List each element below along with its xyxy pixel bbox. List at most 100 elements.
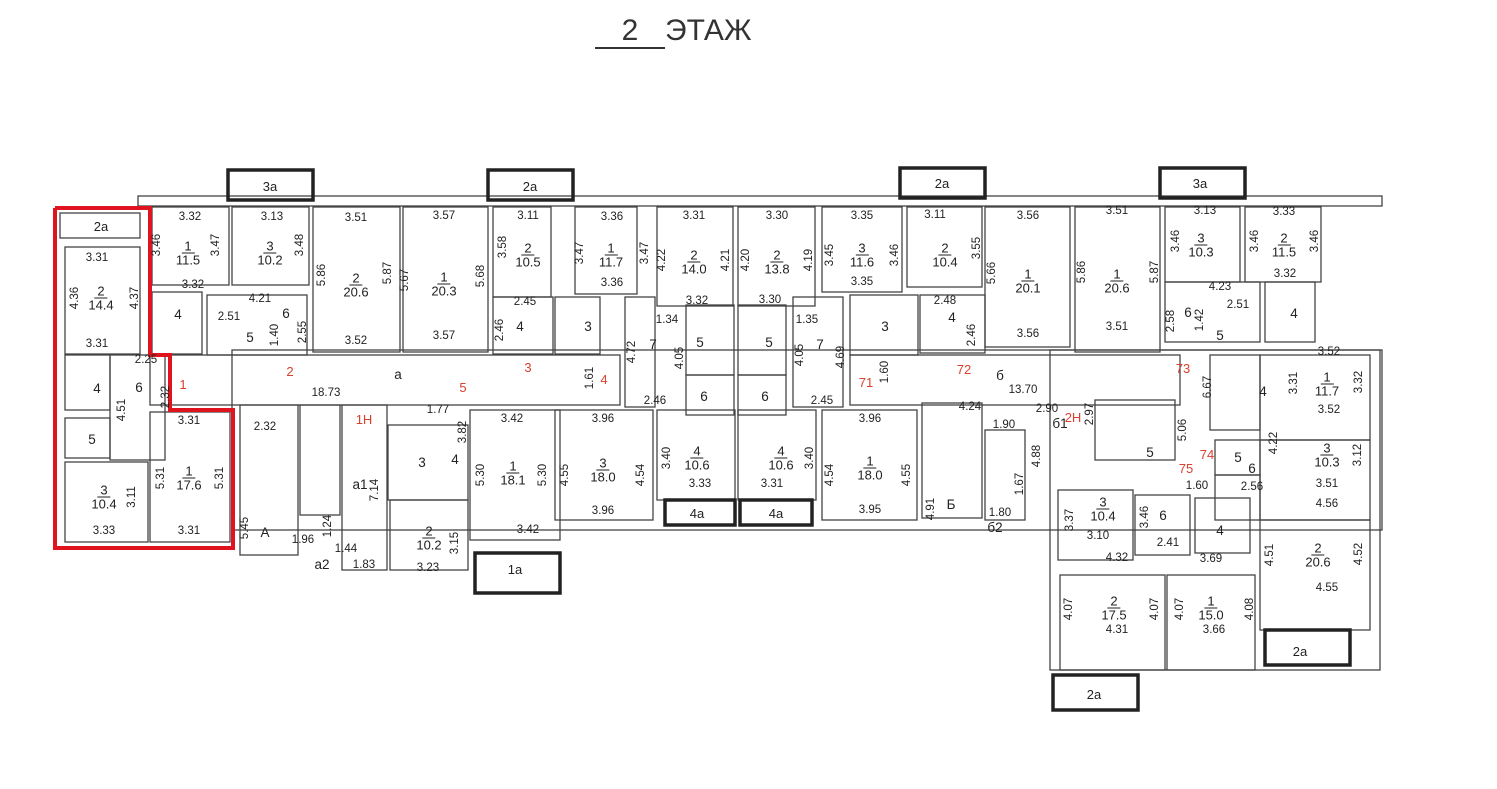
zone-label: Б (946, 497, 956, 512)
room-number-label: 4 (93, 381, 101, 396)
dimension-label: 3.56 (1016, 328, 1040, 340)
room-area: 11.5 (1271, 244, 1297, 260)
dimension-label: 7.14 (369, 478, 381, 502)
dimension-label: 4.05 (674, 346, 686, 370)
dimension-label: 18.73 (311, 387, 341, 399)
dimension-label: 2.32 (253, 421, 277, 433)
dimension-label: 2.32 (160, 385, 172, 409)
marker-label[interactable]: 75 (1178, 461, 1194, 476)
marker-label[interactable]: 1Н (355, 412, 373, 427)
room-number: 2 (770, 249, 784, 263)
room-number-label: 3 (584, 319, 592, 334)
marker-label[interactable]: 1 (179, 377, 187, 392)
room-number: 4 (690, 445, 704, 459)
room-number: 2 (94, 285, 108, 299)
room-number-label: 6 (700, 389, 708, 404)
dimension-label: 3.51 (1105, 321, 1129, 333)
balcony-label: 4а (768, 506, 784, 521)
dimension-label: 1.60 (879, 360, 891, 384)
marker-label[interactable]: 2 (286, 364, 294, 379)
dimension-label: 5.45 (239, 516, 251, 540)
dimension-label: 5.31 (214, 466, 226, 490)
dimension-label: 3.40 (804, 446, 816, 470)
dimension-label: 4.31 (1105, 624, 1129, 636)
room-number: 4 (774, 445, 788, 459)
dimension-label: 3.47 (210, 233, 222, 257)
room-number-label: 5 (88, 432, 96, 447)
room-number: 3 (1320, 442, 1334, 456)
marker-label[interactable]: 71 (858, 375, 874, 390)
marker-label[interactable]: 74 (1199, 447, 1215, 462)
marker-label[interactable]: 2Н (1064, 410, 1082, 425)
dimension-label: 3.46 (1170, 229, 1182, 253)
balcony-outline (1263, 628, 1352, 667)
balcony-outline (898, 166, 987, 200)
room-area: 20.1 (1015, 280, 1041, 296)
dimension-label: 5.66 (986, 261, 998, 285)
room-number-label: 4 (451, 452, 459, 467)
dimension-label: 4.54 (824, 463, 836, 487)
dimension-label: 3.33 (1272, 206, 1296, 218)
marker-label[interactable]: 73 (1175, 361, 1191, 376)
dimension-label: 5.30 (475, 463, 487, 487)
marker-label[interactable]: 72 (956, 362, 972, 377)
marker-label[interactable]: 4 (600, 372, 608, 387)
room-area: 11.6 (849, 254, 875, 270)
dimension-label: 3.52 (1317, 404, 1341, 416)
balcony-label: 2а (1292, 644, 1308, 659)
marker-label[interactable]: 3 (524, 360, 532, 375)
zone-label: а2 (314, 557, 330, 572)
room-wall (849, 354, 1181, 406)
dimension-label: 6.67 (1202, 375, 1214, 399)
room-wall (1049, 349, 1381, 671)
dimension-label: 3.36 (600, 211, 624, 223)
room-wall (59, 212, 141, 239)
marker-label[interactable]: 5 (459, 380, 467, 395)
dimension-label: 2.97 (1084, 402, 1096, 426)
selected-apartment-outline[interactable] (53, 206, 235, 550)
room-number-label: 4 (948, 310, 956, 325)
room-number: 1 (181, 240, 195, 254)
dimension-label: 2.41 (1156, 537, 1180, 549)
floor-label: ЭТАЖ (665, 14, 752, 47)
dimension-label: 4.19 (803, 248, 815, 272)
dimension-label: 3.40 (661, 446, 673, 470)
room-number-label: 5 (1216, 328, 1224, 343)
room-number: 1 (863, 455, 877, 469)
room-wall (137, 195, 1383, 207)
room-number-label: 4 (1259, 384, 1267, 399)
room-number-label: 5 (1234, 450, 1242, 465)
balcony-outline (1051, 673, 1140, 712)
dimension-label: 4.56 (1315, 498, 1339, 510)
